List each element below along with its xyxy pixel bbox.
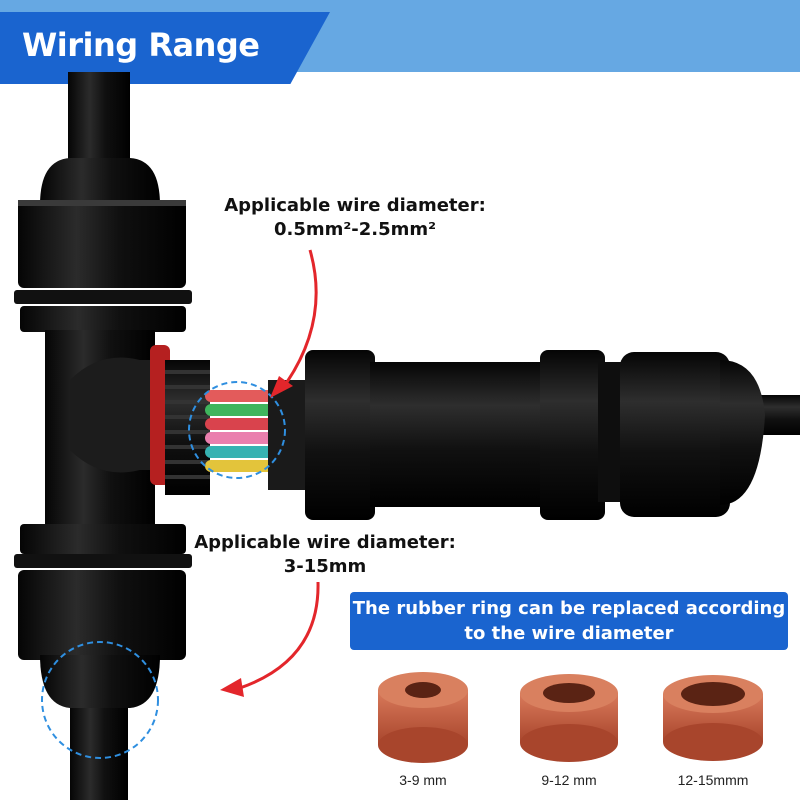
bottom-wire-diameter-callout: Applicable wire diameter: 3-15mm (190, 531, 460, 579)
ring-caption-medium: 9-12 mm (541, 772, 597, 788)
red-arrow-icon (220, 678, 244, 697)
horizontal-connector (305, 350, 765, 520)
rubber-ring-large (663, 675, 763, 761)
ring-caption-large: 12-15mmm (677, 772, 749, 788)
red-arrow-icon (239, 581, 320, 690)
bottom-callout-line1: Applicable wire diameter: (194, 532, 456, 553)
bottom-cable-gland (14, 524, 192, 708)
top-cable-gland (14, 158, 192, 332)
banner-text: The rubber ring can be replaced accordin… (350, 596, 788, 646)
top-wire-diameter-callout: Applicable wire diameter: 0.5mm²-2.5mm² (220, 194, 490, 242)
title-tab (0, 12, 330, 84)
dashed-circle-icon (41, 641, 159, 759)
top-callout-line2: 0.5mm²-2.5mm² (273, 219, 437, 240)
dashed-circle-icon (188, 381, 286, 479)
red-arrow-icon (283, 249, 318, 386)
rubber-ring-small (378, 672, 468, 763)
top-cable (68, 72, 130, 172)
red-arrow-icon (270, 376, 293, 398)
banner-line2: to the wire diameter (464, 623, 674, 644)
colored-wires (205, 380, 310, 490)
banner-line1: The rubber ring can be replaced accordin… (352, 598, 786, 619)
bottom-cable (70, 690, 128, 800)
bottom-callout-line2: 3-15mm (283, 556, 367, 577)
page-title: Wiring Range (22, 26, 260, 64)
rubber-ring-medium (520, 674, 618, 762)
ring-caption-small: 3-9 mm (399, 772, 447, 788)
tee-body (45, 330, 210, 530)
rubber-ring-banner: The rubber ring can be replaced accordin… (350, 592, 788, 650)
top-callout-line1: Applicable wire diameter: (224, 195, 486, 216)
